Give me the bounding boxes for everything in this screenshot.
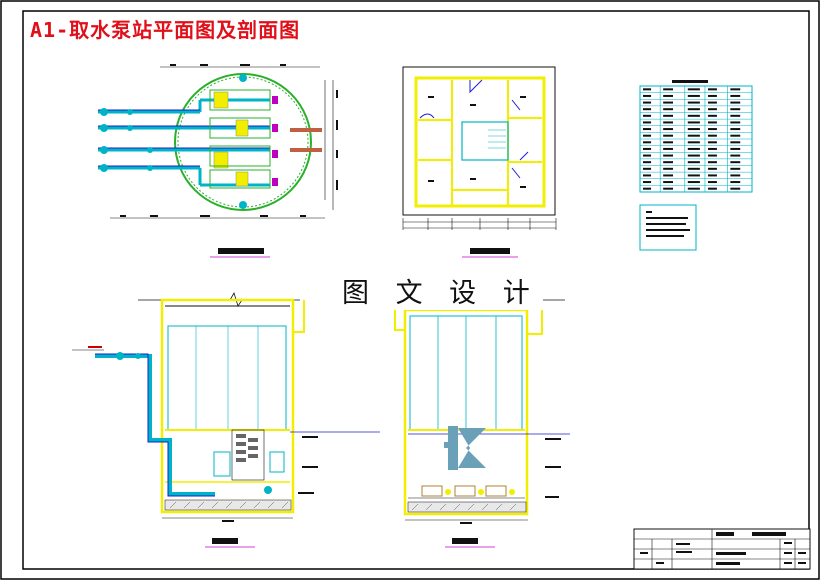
legend-cell bbox=[663, 154, 674, 157]
legend-cell bbox=[687, 88, 700, 91]
legend-cell bbox=[643, 174, 652, 177]
legend-cell bbox=[687, 128, 700, 131]
legend-cell bbox=[663, 88, 674, 91]
plan-circular-view bbox=[98, 64, 338, 258]
legend-cell bbox=[687, 187, 700, 190]
plan-1-caption bbox=[218, 248, 264, 254]
legend-cell bbox=[730, 134, 741, 137]
legend-cell bbox=[663, 101, 674, 104]
section-1-caption bbox=[212, 538, 238, 544]
legend-cell bbox=[707, 101, 717, 104]
legend-cell bbox=[663, 94, 674, 97]
plan-square-view bbox=[402, 66, 557, 258]
legend-cell bbox=[707, 108, 717, 111]
legend-cell bbox=[707, 147, 717, 150]
legend-cell bbox=[663, 161, 674, 164]
legend-cell bbox=[643, 114, 652, 117]
legend-cell bbox=[643, 167, 652, 170]
inner-border bbox=[22, 10, 810, 570]
legend-cell bbox=[730, 108, 741, 111]
plan-2-caption bbox=[470, 248, 510, 254]
legend-cell bbox=[687, 161, 700, 164]
legend-cell bbox=[707, 187, 717, 190]
legend-cell bbox=[687, 167, 700, 170]
legend-cell bbox=[730, 88, 741, 91]
legend-cell bbox=[643, 141, 652, 144]
legend-cell bbox=[663, 114, 674, 117]
legend-cell bbox=[730, 161, 741, 164]
drawing-title: A1-取水泵站平面图及剖面图 bbox=[30, 18, 301, 42]
legend-cell bbox=[730, 187, 741, 190]
legend-cell bbox=[643, 147, 652, 150]
title-block bbox=[633, 528, 811, 570]
legend-cell bbox=[643, 134, 652, 137]
legend-cell bbox=[707, 114, 717, 117]
legend-cell bbox=[687, 147, 700, 150]
legend-cell bbox=[663, 147, 674, 150]
legend-cell bbox=[643, 181, 652, 184]
legend-cell bbox=[707, 88, 717, 91]
legend-cell bbox=[707, 181, 717, 184]
legend-cell bbox=[663, 167, 674, 170]
legend-cell bbox=[707, 167, 717, 170]
legend-cell bbox=[730, 181, 741, 184]
legend-cell bbox=[730, 128, 741, 131]
legend-cell bbox=[707, 161, 717, 164]
legend-cell bbox=[663, 121, 674, 124]
legend-cell bbox=[687, 141, 700, 144]
legend-cell bbox=[663, 141, 674, 144]
legend-cell bbox=[663, 187, 674, 190]
legend-cell bbox=[643, 108, 652, 111]
legend-cell bbox=[643, 161, 652, 164]
legend-cell bbox=[730, 114, 741, 117]
legend-cell bbox=[643, 101, 652, 104]
legend-cell bbox=[707, 154, 717, 157]
legend-cell bbox=[663, 134, 674, 137]
legend-cell bbox=[730, 167, 741, 170]
legend-cell bbox=[707, 94, 717, 97]
legend-cell bbox=[707, 141, 717, 144]
legend-table bbox=[639, 80, 753, 193]
legend-cell bbox=[663, 108, 674, 111]
legend-cell bbox=[687, 154, 700, 157]
legend-cell bbox=[687, 174, 700, 177]
section-right-view bbox=[390, 299, 570, 548]
legend-cell bbox=[707, 134, 717, 137]
legend-cell bbox=[707, 121, 717, 124]
legend-cell bbox=[687, 101, 700, 104]
legend-cell bbox=[730, 101, 741, 104]
legend-cell bbox=[643, 88, 652, 91]
legend-cell bbox=[643, 94, 652, 97]
watermark-text: 图 文 设 计 bbox=[338, 271, 543, 310]
legend-cell bbox=[730, 94, 741, 97]
legend-cell bbox=[687, 181, 700, 184]
section-left-view bbox=[72, 291, 380, 548]
section-2-caption bbox=[452, 538, 478, 544]
legend-cell bbox=[687, 134, 700, 137]
legend-cell bbox=[663, 128, 674, 131]
legend-cell bbox=[663, 174, 674, 177]
legend-cell bbox=[730, 147, 741, 150]
logo-mark bbox=[448, 426, 486, 470]
legend-cell bbox=[687, 114, 700, 117]
legend-cell bbox=[707, 128, 717, 131]
legend-cell bbox=[687, 108, 700, 111]
legend-cell bbox=[730, 141, 741, 144]
legend-cell bbox=[707, 174, 717, 177]
notes-box bbox=[639, 204, 697, 251]
legend-cell bbox=[643, 187, 652, 190]
legend-cell bbox=[687, 121, 700, 124]
legend-cell bbox=[643, 121, 652, 124]
legend-cell bbox=[730, 154, 741, 157]
legend-cell bbox=[730, 121, 741, 124]
legend-cell bbox=[643, 154, 652, 157]
legend-cell bbox=[730, 174, 741, 177]
legend-cell bbox=[687, 94, 700, 97]
legend-cell bbox=[643, 128, 652, 131]
legend-cell bbox=[663, 181, 674, 184]
